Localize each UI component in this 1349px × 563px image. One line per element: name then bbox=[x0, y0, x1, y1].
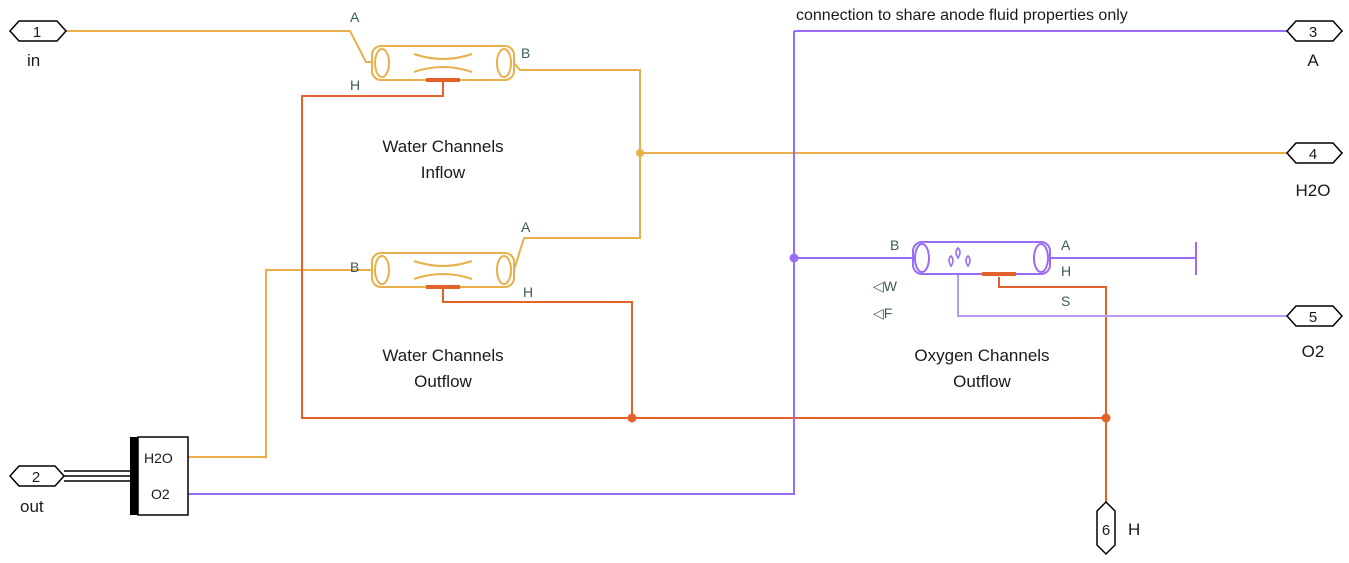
port-s-label: S bbox=[1061, 293, 1070, 309]
port-number: 2 bbox=[32, 469, 40, 486]
port-number: 1 bbox=[33, 24, 41, 41]
port-hexagon bbox=[1096, 500, 1116, 556]
splitter-bar bbox=[130, 437, 138, 515]
port-w-label: ◁W bbox=[873, 278, 898, 294]
port-label: in bbox=[27, 51, 40, 70]
port-number: 3 bbox=[1309, 24, 1317, 41]
port-b-label: B bbox=[350, 259, 359, 275]
port-hexagon bbox=[1285, 305, 1344, 327]
port-b-label: B bbox=[521, 45, 530, 61]
port-hexagon bbox=[8, 465, 66, 487]
junction-dot bbox=[636, 149, 644, 157]
port-hexagon bbox=[8, 20, 68, 42]
port-label: H2O bbox=[1296, 181, 1331, 200]
port-b-label: B bbox=[890, 237, 899, 253]
port-hexagon bbox=[1285, 142, 1344, 164]
oxygen-channels-outflow-block[interactable]: B A H S ◁W ◁F Oxygen Channels Outflow bbox=[873, 237, 1071, 391]
port-hexagon bbox=[1285, 20, 1344, 42]
port-h-label: H bbox=[350, 77, 360, 93]
connections bbox=[66, 30, 1287, 502]
line-heat-bus[interactable] bbox=[301, 80, 1107, 502]
port-number: 6 bbox=[1102, 522, 1110, 539]
line-water-outflow-b-to-splitter[interactable] bbox=[188, 269, 372, 458]
port-6[interactable]: 6 H bbox=[1096, 500, 1140, 556]
channel-icon bbox=[413, 260, 473, 280]
channel-icon bbox=[413, 53, 473, 73]
block-subtitle: Outflow bbox=[953, 372, 1011, 391]
block-title: Water Channels bbox=[382, 137, 503, 156]
line-water-outflow-h[interactable] bbox=[442, 283, 633, 418]
splitter-h2o-label: H2O bbox=[144, 450, 173, 466]
port-a-label: A bbox=[350, 9, 360, 25]
port-a-label: A bbox=[1061, 237, 1071, 253]
line-in-to-water-inflow-a[interactable] bbox=[66, 30, 372, 63]
block-subtitle: Outflow bbox=[414, 372, 472, 391]
junction-dot bbox=[627, 413, 637, 423]
port-number: 5 bbox=[1309, 309, 1317, 326]
port-number: 4 bbox=[1309, 146, 1317, 163]
pipe-body bbox=[371, 252, 515, 288]
port-label: out bbox=[20, 497, 44, 516]
annotation-note: connection to share anode fluid properti… bbox=[796, 7, 1128, 24]
splitter-o2-label: O2 bbox=[151, 486, 170, 502]
port-label: O2 bbox=[1302, 342, 1325, 361]
port-h-label: H bbox=[523, 284, 533, 300]
port-label: H bbox=[1128, 520, 1140, 539]
thermal-port bbox=[426, 285, 460, 289]
junction-dot bbox=[789, 253, 799, 263]
port-2[interactable]: 2 out bbox=[8, 465, 66, 516]
splitter-block[interactable]: H2O O2 bbox=[130, 436, 189, 516]
block-subtitle: Inflow bbox=[421, 163, 466, 182]
pipe-body bbox=[371, 45, 515, 81]
line-oxygen-h[interactable] bbox=[998, 277, 1107, 418]
port-5[interactable]: 5 O2 bbox=[1285, 305, 1344, 361]
port-label: A bbox=[1307, 51, 1319, 70]
splitter-body bbox=[137, 436, 189, 516]
port-f-label: ◁F bbox=[873, 305, 892, 321]
junction-dot bbox=[1101, 413, 1111, 423]
line-oxygen-s-to-o2[interactable] bbox=[957, 270, 1287, 317]
thermal-port bbox=[982, 272, 1016, 276]
port-h-label: H bbox=[1061, 263, 1071, 279]
water-channels-inflow-block[interactable]: A B H Water Channels Inflow bbox=[350, 9, 530, 182]
water-channels-outflow-block[interactable]: A B H Water Channels Outflow bbox=[350, 219, 533, 391]
block-title: Water Channels bbox=[382, 346, 503, 365]
port-a-label: A bbox=[521, 219, 531, 235]
pipe-body bbox=[912, 241, 1051, 275]
port-4[interactable]: 4 H2O bbox=[1285, 142, 1344, 200]
port-1[interactable]: 1 in bbox=[8, 20, 68, 70]
bus-line[interactable] bbox=[64, 470, 130, 482]
port-3[interactable]: 3 A bbox=[1285, 20, 1344, 70]
line-water-channel-b-to-a[interactable] bbox=[513, 62, 641, 271]
block-title: Oxygen Channels bbox=[914, 346, 1049, 365]
thermal-port bbox=[426, 78, 460, 82]
droplets-icon bbox=[948, 246, 971, 268]
junctions bbox=[627, 149, 1111, 423]
line-anode-properties[interactable] bbox=[188, 31, 795, 495]
